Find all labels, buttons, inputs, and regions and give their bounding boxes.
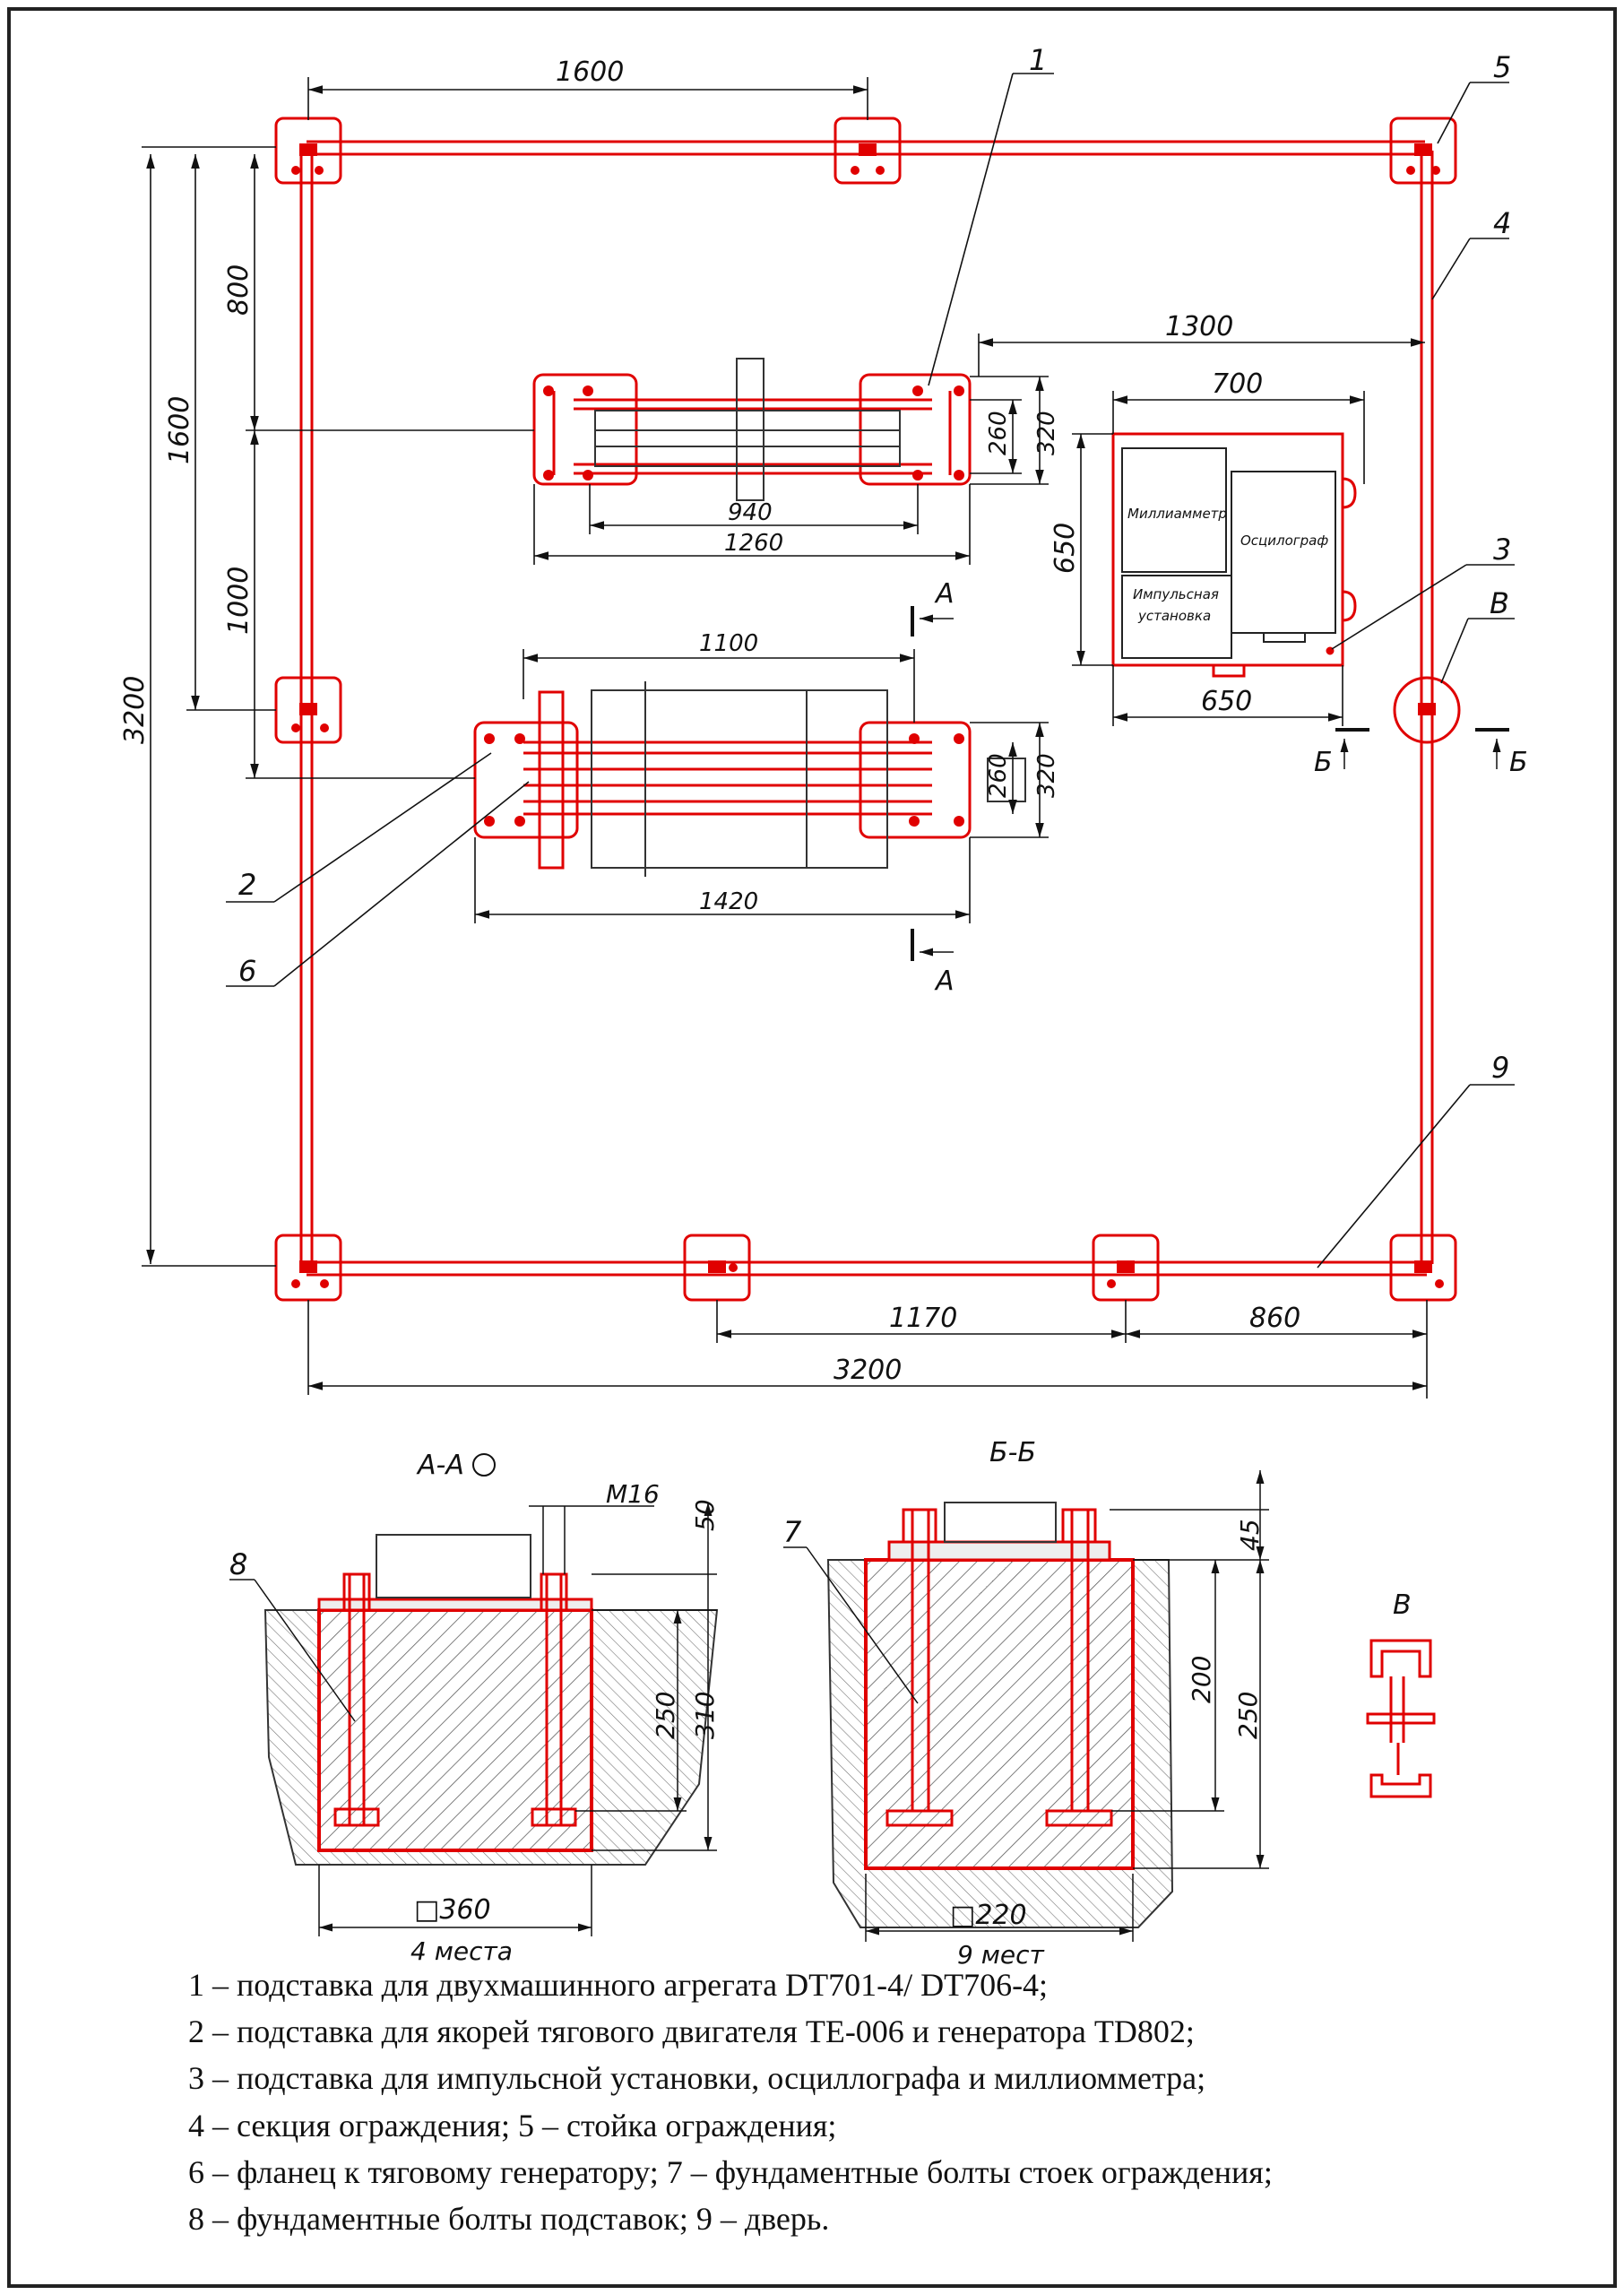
legend: 1 – подставка для двухмашинного агрегата… <box>188 1962 1586 2242</box>
dim-650-v: 650 <box>1050 523 1081 574</box>
dim-s2-320: 320 <box>1033 753 1060 798</box>
dim-1100: 1100 <box>699 630 758 657</box>
section-bb-size: □220 <box>950 1900 1027 1931</box>
label-pulse-line1: Импульсная <box>1133 586 1219 602</box>
dim-top-1600: 1600 <box>556 56 624 88</box>
section-aa-thread: M16 <box>606 1479 660 1509</box>
section-aa-250: 250 <box>651 1692 680 1739</box>
post <box>1389 1234 1457 1302</box>
label-pulse-line2: установка <box>1137 608 1211 624</box>
section-aa-title: A-A <box>416 1450 464 1481</box>
callout-leaders <box>226 73 1515 1269</box>
section-aa <box>229 1453 719 1936</box>
device-boxes <box>1121 447 1336 659</box>
callout-5: 5 <box>1493 50 1511 84</box>
callout-9: 9 <box>1491 1051 1509 1085</box>
stand-1-bolts <box>543 385 964 481</box>
dim-left-800: 800 <box>223 264 255 316</box>
section-marks <box>911 606 1509 961</box>
dimension-lines <box>142 77 1428 1399</box>
section-aa-size: □360 <box>414 1894 491 1926</box>
section-B-right: Б <box>1509 747 1528 778</box>
fence-posts <box>274 117 1461 1302</box>
dim-bottom-860: 860 <box>1249 1303 1300 1334</box>
stand-1 <box>532 373 972 486</box>
sheet-border <box>7 7 1617 2288</box>
section-aa-310: 310 <box>690 1692 720 1739</box>
callout-4: 4 <box>1493 206 1511 240</box>
dim-s1-260: 260 <box>985 411 1012 455</box>
dim-s2-260: 260 <box>985 753 1012 798</box>
device-stand <box>1111 432 1357 678</box>
callout-2: 2 <box>238 868 256 902</box>
dim-1420: 1420 <box>699 888 758 915</box>
legend-item: 6 – фланец к тяговому генератору; 7 – фу… <box>188 2153 1273 2190</box>
section-bb-45: 45 <box>1235 1519 1265 1551</box>
section-bb-title: Б-Б <box>989 1437 1036 1468</box>
view-v-title: В <box>1393 1589 1412 1621</box>
dim-bottom-3200: 3200 <box>834 1355 902 1386</box>
dim-700: 700 <box>1212 368 1263 400</box>
fence <box>299 140 1434 1277</box>
dim-1300: 1300 <box>1165 311 1233 342</box>
callout-B: B <box>1490 586 1509 620</box>
section-aa-count: 4 места <box>410 1936 513 1966</box>
callout-6: 6 <box>238 954 256 988</box>
dim-left-1000: 1000 <box>223 567 255 635</box>
stand-1-machine <box>594 358 901 501</box>
section-bb <box>783 1470 1269 1942</box>
label-oscillograph: Осцилограф <box>1240 533 1328 549</box>
post-details <box>291 143 1444 1288</box>
section-bb-200: 200 <box>1187 1656 1216 1703</box>
section-B-left: Б <box>1314 747 1333 778</box>
dim-1260: 1260 <box>724 530 783 557</box>
dim-left-1600: 1600 <box>164 396 195 464</box>
dim-650-h: 650 <box>1201 686 1252 717</box>
callout-1: 1 <box>1029 43 1047 77</box>
section-bb-250: 250 <box>1233 1692 1263 1739</box>
legend-item: 2 – подставка для якорей тягового двигат… <box>188 2014 1195 2050</box>
section-A-top: A <box>934 578 955 610</box>
callout-3: 3 <box>1493 533 1511 567</box>
callout-7: 7 <box>783 1515 802 1549</box>
view-v <box>1366 1639 1436 1798</box>
post <box>1393 676 1461 744</box>
legend-item: 4 – секция ограждения; 5 – стойка огражд… <box>188 2107 837 2143</box>
stand-2-machine <box>591 681 1026 877</box>
view-direction-icon <box>472 1453 496 1477</box>
section-aa-50: 50 <box>690 1499 720 1531</box>
section-arrows <box>920 614 1501 957</box>
stand-2-bolts <box>484 733 964 827</box>
section-A-bottom: A <box>934 966 955 997</box>
dim-s1-320: 320 <box>1033 411 1060 455</box>
legend-item: 3 – подставка для импульсной установки, … <box>188 2060 1206 2097</box>
legend-item: 1 – подставка для двухмашинного агрегата… <box>188 1967 1049 2003</box>
legend-item: 8 – фундаментные болты подставок; 9 – дв… <box>188 2200 830 2237</box>
dim-940: 940 <box>728 499 773 526</box>
post <box>1389 117 1457 185</box>
callout-8: 8 <box>229 1547 247 1581</box>
dim-bottom-1170: 1170 <box>889 1303 957 1334</box>
section-bb-count: 9 мест <box>957 1940 1044 1970</box>
label-milliammeter: Миллиамметр <box>1127 506 1227 522</box>
dim-left-3200: 3200 <box>119 676 151 744</box>
stand-2 <box>473 690 972 870</box>
